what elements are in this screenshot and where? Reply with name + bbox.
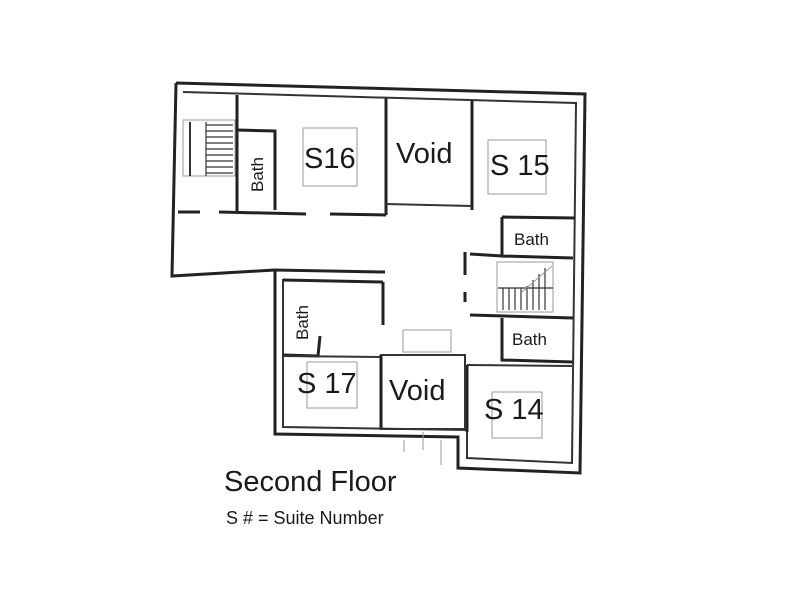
room-label-s17: S 17 (297, 368, 357, 400)
room-label-bath-right-bottom: Bath (512, 330, 547, 349)
wall-lower-top (282, 278, 384, 284)
room-label-void-bottom: Void (389, 375, 445, 407)
legend-note: S # = Suite Number (226, 508, 384, 528)
floor-title: Second Floor (224, 466, 397, 498)
label-box-s15 (487, 139, 547, 195)
room-label-s15: S 15 (490, 150, 550, 182)
wall-seg-2 (218, 210, 307, 216)
bath-right-bottom-walls (500, 318, 574, 364)
stairs-left (182, 119, 236, 177)
room-label-bath-lower-left: Bath (293, 305, 312, 340)
wall-lower-mid (282, 355, 381, 358)
room-label-bath-right-top: Bath (514, 230, 549, 249)
corridor-right-top (469, 252, 503, 258)
label-box-s17 (306, 361, 358, 409)
label-box-void (402, 329, 452, 353)
outer-wall (170, 81, 587, 475)
inner-wall (182, 91, 578, 465)
wall-right-mid (469, 313, 574, 320)
wall-seg-3 (329, 212, 387, 217)
stairs-right (496, 261, 554, 313)
wall-void-bottom (385, 203, 473, 207)
room-label-void-top: Void (396, 138, 452, 170)
label-box-s14 (491, 391, 543, 439)
room-label-s14: S 14 (484, 394, 544, 426)
room-label-s16: S16 (304, 143, 356, 175)
label-box-s16 (302, 127, 358, 187)
room-label-bath-left: Bath (248, 157, 267, 192)
bath-right-top-walls (500, 215, 576, 260)
wall-s14-top (466, 364, 573, 367)
bath-left-walls (236, 128, 277, 210)
